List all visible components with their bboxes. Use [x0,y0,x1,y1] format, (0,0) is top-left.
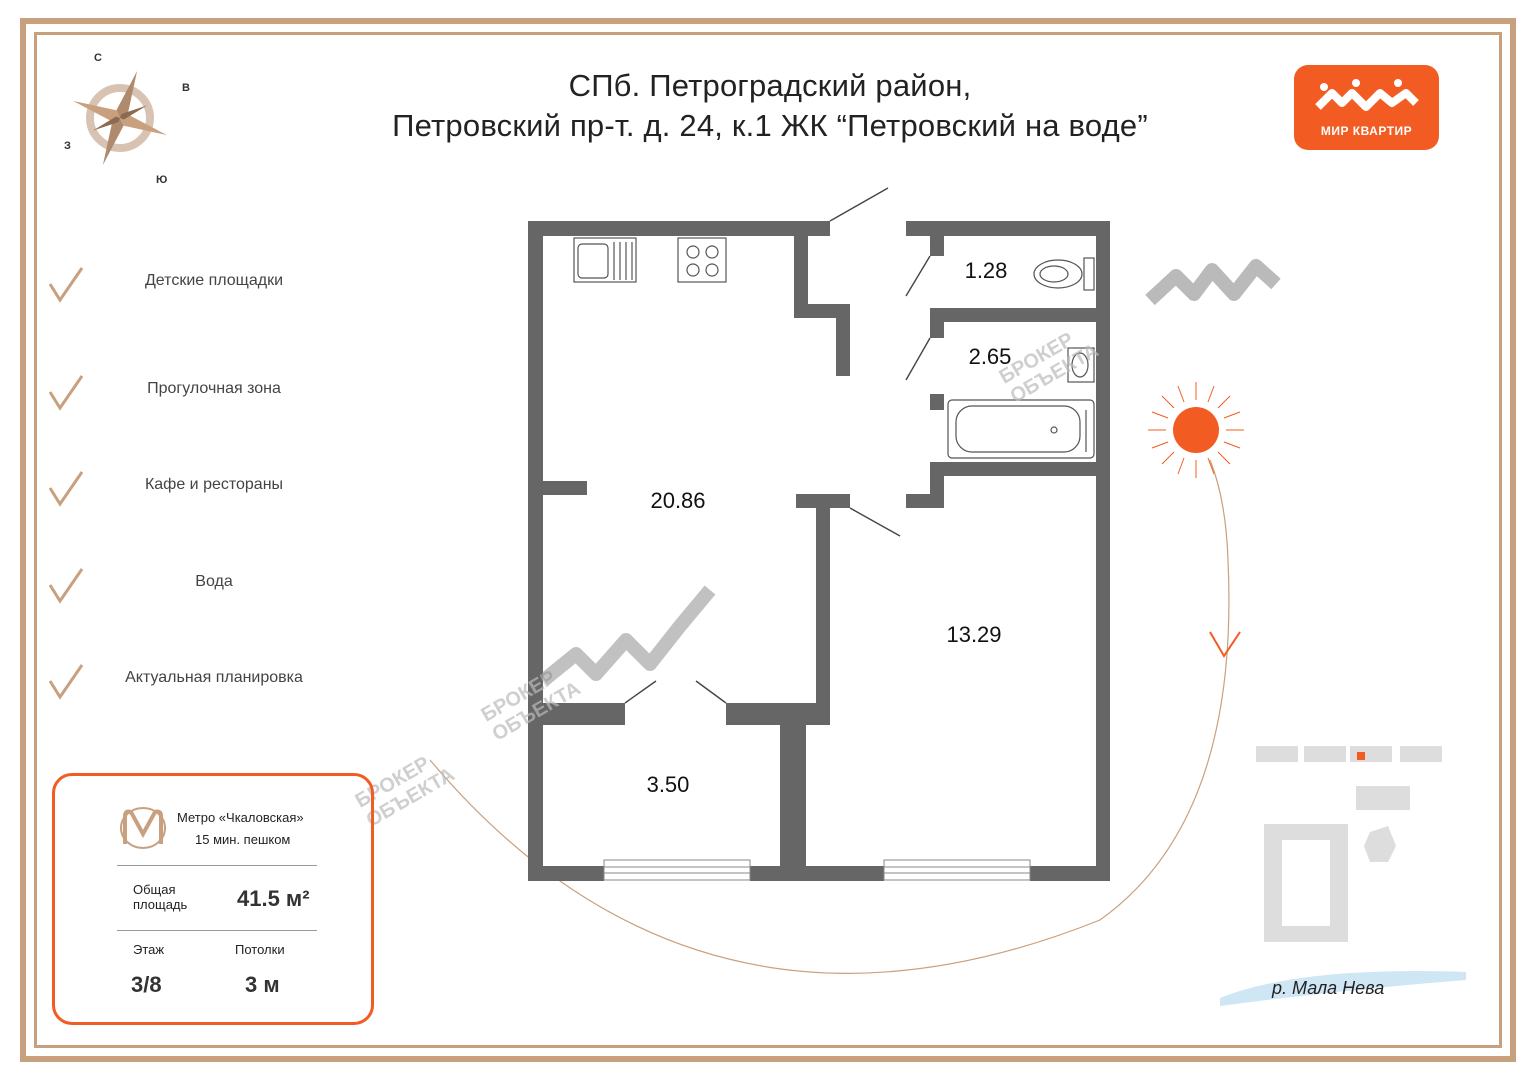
area-value: 41.5 м² [237,886,310,911]
arrow-down-icon [1209,631,1241,658]
address-title: СПб. Петроградский район, Петровский пр-… [330,66,1210,146]
compass-rose: С В З Ю [60,50,190,190]
address-title-line2: Петровский пр-т. д. 24, к.1 ЖК “Петровск… [392,108,1148,143]
amenity-item: Детские площадки [46,262,346,304]
check-icon [48,267,84,303]
page-frame-outer [20,18,1516,1062]
floor-label: Этаж [133,942,165,957]
divider [117,865,317,866]
brand-name: МИР КВАРТИР [1320,124,1413,138]
check-icon [48,375,84,411]
ceiling-value: 3 м [245,972,280,997]
check-icon [48,568,84,604]
amenity-label: Вода [195,573,233,590]
check-icon [48,471,84,507]
page-frame-inner [34,32,1502,1048]
location-map [1220,746,1466,1006]
room-area-living-kitchen: 20.86 [650,488,706,513]
bathtub-icon [947,399,1095,459]
divider [117,930,317,931]
metro-walk-time: 15 мин. пешком [195,832,291,847]
washbasin-icon [1067,347,1095,383]
room-area-toilet: 1.28 [964,258,1008,283]
floor-value: 3/8 [131,972,162,997]
compass-south: Ю [156,174,168,186]
room-area-loggia: 3.50 [646,772,690,797]
apartment-info-card: Метро «Чкаловская» 15 мин. пешком Общая … [52,773,374,1025]
brand-logo: МИР КВАРТИР [1294,65,1439,150]
metro-station: Метро «Чкаловская» [177,810,304,825]
sun-icon [1148,382,1244,478]
amenity-item: Прогулочная зона [46,370,346,412]
area-label: Общая площадь [133,882,188,912]
amenity-label: Прогулочная зона [147,380,281,397]
moon-icon [418,732,440,776]
address-title-line1: СПб. Петроградский район, [568,68,972,103]
sink-icon [573,237,637,283]
compass-rose-icon [73,71,167,165]
compass-east: В [182,82,190,94]
amenity-label: Актуальная планировка [125,669,303,686]
room-area-bedroom: 13.29 [946,622,1002,647]
toilet-icon [1033,257,1095,291]
amenity-item: Кафе и рестораны [46,466,346,508]
ceiling-label: Потолки [235,942,285,957]
check-icon [48,664,84,700]
compass-west: З [64,140,71,152]
amenity-item: Актуальная планировка [46,659,346,701]
brand-logo-icon [1315,79,1419,111]
watermark-logo-icon [539,585,716,686]
compass-north: С [94,52,102,64]
metro-icon [120,807,166,849]
river-label: р. Мала Нева [1272,978,1385,998]
watermark-logo-icon [1145,259,1281,306]
amenity-item: Вода [46,563,346,605]
amenity-label: Детские площадки [144,272,284,289]
room-area-bathroom: 2.65 [968,344,1012,369]
amenity-label: Кафе и рестораны [144,476,284,493]
stove-icon [677,237,727,283]
